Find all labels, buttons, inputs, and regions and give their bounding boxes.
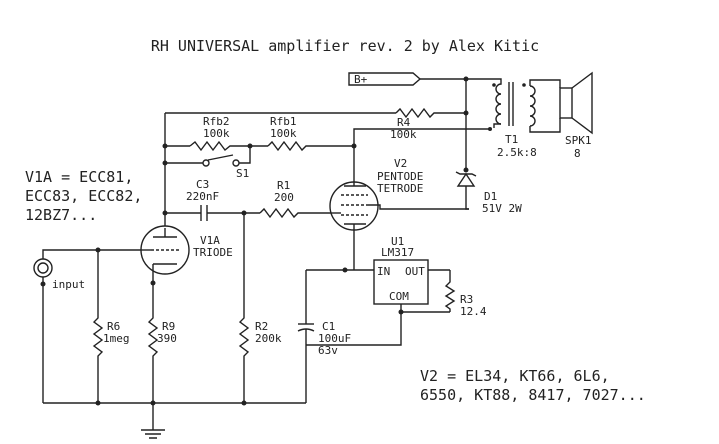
resistor-r2: R2 200k <box>238 213 282 403</box>
speaker-spk1: SPK1 8 <box>559 71 593 160</box>
svg-text:12.4: 12.4 <box>460 305 487 318</box>
svg-text:100k: 100k <box>203 127 230 140</box>
zener-d1: D1 51V 2W <box>455 113 522 215</box>
tube-v1a: V1A TRIODE <box>140 225 233 278</box>
svg-text:R1: R1 <box>277 179 290 192</box>
svg-text:R9: R9 <box>162 320 175 333</box>
svg-text:U1: U1 <box>391 235 404 248</box>
svg-text:R6: R6 <box>107 320 120 333</box>
svg-text:LM317: LM317 <box>381 246 414 259</box>
svg-text:R4: R4 <box>397 116 411 129</box>
svg-text:R2: R2 <box>255 320 268 333</box>
svg-text:ECC83, ECC82,: ECC83, ECC82, <box>25 187 142 205</box>
resistor-r1: R1 200 <box>259 179 330 219</box>
input-jack: input <box>33 258 85 291</box>
v1-types-note: V1A = ECC81, ECC83, ECC82, 12BZ7... <box>25 168 142 224</box>
svg-text:C3: C3 <box>196 178 209 191</box>
tube-v2: V2 PENTODE TETRODE <box>329 157 469 231</box>
transformer-t1: T1 2.5k:8 <box>492 78 561 159</box>
svg-text:input: input <box>52 278 85 291</box>
svg-text:C1: C1 <box>322 320 335 333</box>
svg-text:PENTODE: PENTODE <box>377 170 423 183</box>
resistor-r3: R3 12.4 <box>444 270 487 318</box>
svg-text:TETRODE: TETRODE <box>377 182 423 195</box>
resistor-rfb1: Rfb1 100k <box>267 115 354 152</box>
svg-text:220nF: 220nF <box>186 190 219 203</box>
svg-text:51V 2W: 51V 2W <box>482 202 522 215</box>
svg-text:T1: T1 <box>505 133 518 146</box>
capacitor-c3: C3 220nF <box>165 178 260 221</box>
resistor-r4: R4 100k <box>390 107 466 141</box>
svg-text:B+: B+ <box>354 73 368 86</box>
regulator-u1: U1 LM317 IN OUT COM <box>373 235 429 305</box>
svg-text:V2 = EL34, KT66, 6L6,: V2 = EL34, KT66, 6L6, <box>420 367 610 385</box>
svg-text:Rfb1: Rfb1 <box>270 115 297 128</box>
svg-text:V1A = ECC81,: V1A = ECC81, <box>25 168 133 186</box>
svg-text:390: 390 <box>157 332 177 345</box>
svg-text:8: 8 <box>574 147 581 160</box>
svg-text:OUT: OUT <box>405 265 425 278</box>
schematic-title: RH UNIVERSAL amplifier rev. 2 by Alex Ki… <box>151 37 539 55</box>
svg-text:R3: R3 <box>460 293 473 306</box>
svg-text:V2: V2 <box>394 157 407 170</box>
svg-text:63v: 63v <box>318 344 338 357</box>
resistor-r6: R6 1meg <box>92 250 130 403</box>
svg-text:100k: 100k <box>270 127 297 140</box>
resistor-rfb2: Rfb2 100k <box>189 115 268 152</box>
bplus-terminal: B+ <box>348 72 422 86</box>
svg-text:2.5k:8: 2.5k:8 <box>497 146 537 159</box>
svg-text:6550, KT88, 8417, 7027...: 6550, KT88, 8417, 7027... <box>420 386 646 404</box>
resistor-r9: R9 390 <box>147 278 177 430</box>
svg-text:12BZ7...: 12BZ7... <box>25 206 97 224</box>
svg-text:1meg: 1meg <box>103 332 130 345</box>
svg-text:COM: COM <box>389 290 409 303</box>
svg-text:TRIODE: TRIODE <box>193 246 233 259</box>
svg-text:200k: 200k <box>255 332 282 345</box>
svg-text:IN: IN <box>377 265 390 278</box>
v2-types-note: V2 = EL34, KT66, 6L6, 6550, KT88, 8417, … <box>420 367 646 404</box>
capacitor-c1: C1 100uF 63v <box>297 270 351 403</box>
svg-text:S1: S1 <box>236 167 249 180</box>
switch-s1: S1 <box>162 146 251 180</box>
svg-text:Rfb2: Rfb2 <box>203 115 230 128</box>
svg-text:100k: 100k <box>390 128 417 141</box>
svg-text:200: 200 <box>274 191 294 204</box>
svg-text:100uF: 100uF <box>318 332 351 345</box>
svg-text:SPK1: SPK1 <box>565 134 592 147</box>
ground-symbol <box>141 429 165 439</box>
svg-text:D1: D1 <box>484 190 497 203</box>
svg-text:V1A: V1A <box>200 234 220 247</box>
